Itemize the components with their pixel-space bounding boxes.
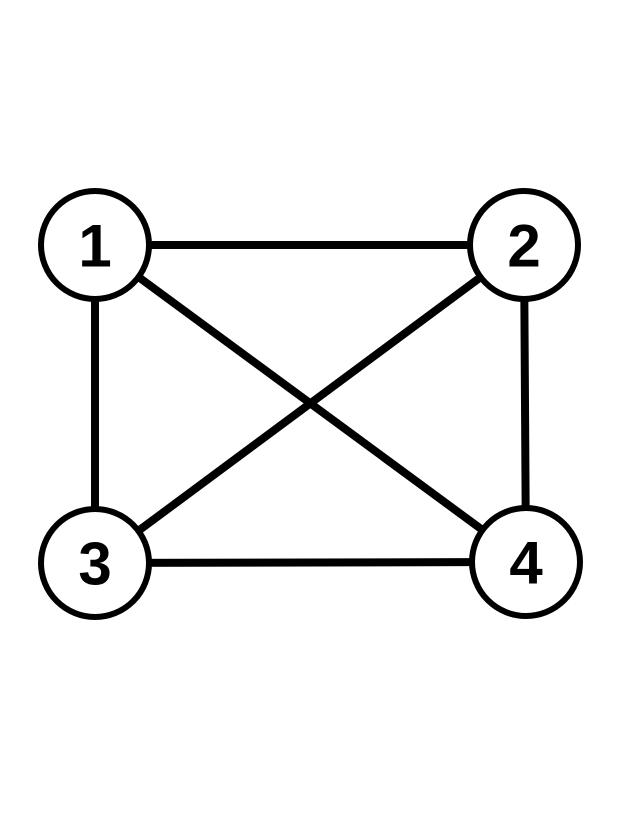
node-circle-3	[38, 506, 152, 620]
node-label-4: 4	[509, 530, 543, 597]
node-label-1: 1	[78, 213, 111, 280]
nodes-layer: 1 2 3 4	[38, 188, 583, 620]
node-label-3: 3	[78, 531, 111, 598]
graph-node-1: 1	[38, 188, 152, 302]
node-label-2: 2	[507, 213, 540, 280]
node-circle-2	[467, 188, 581, 302]
graph-node-3: 3	[38, 506, 152, 620]
graph-node-2: 2	[467, 188, 581, 302]
node-circle-4	[469, 505, 583, 619]
node-circle-1	[38, 188, 152, 302]
edges-layer	[91, 241, 530, 567]
graph-edge-3-4	[94, 558, 527, 567]
graph-node-4: 4	[469, 505, 583, 619]
graph-edge-2-3	[92, 241, 527, 567]
